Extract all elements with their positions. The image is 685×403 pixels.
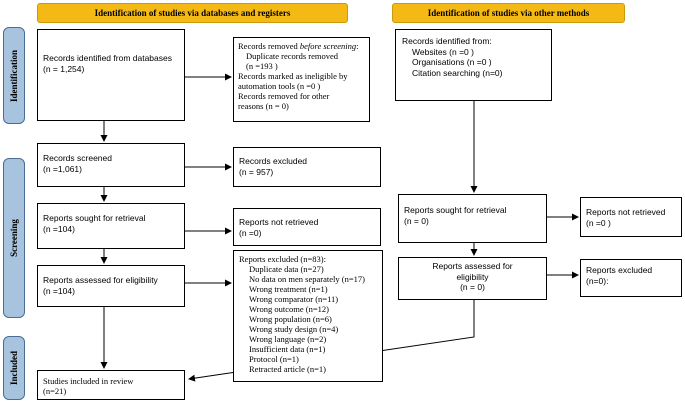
ineligible-records-line2: automation tools (n =0 ) — [238, 81, 321, 91]
sidebar-screening-label: Screening — [9, 219, 19, 257]
other-not-retrieved-box: Reports not retrieved (n =0 ) — [580, 197, 682, 237]
studies-included-label: Studies included in review — [43, 376, 134, 386]
other-not-retrieved-count: (n =0 ) — [586, 217, 611, 228]
ineligible-records-line1: Records marked as ineligible by — [238, 71, 348, 81]
other-reports-sought-box: Reports sought for retrieval (n = 0) — [398, 194, 547, 243]
studies-included-box: Studies included in review (n=21) — [37, 370, 185, 400]
records-screened-label: Records screened — [43, 153, 112, 163]
exclusion-reason: Wrong study design (n=4) — [249, 324, 339, 334]
exclusion-reason: Wrong treatment (n=1) — [249, 284, 328, 294]
sidebar-included-label: Included — [9, 350, 19, 386]
reports-excluded-title: Reports excluded (n=83): — [239, 254, 326, 264]
exclusion-reason: No data on men separately (n=17) — [249, 274, 365, 284]
sidebar-included: Included — [3, 336, 25, 400]
exclusion-reason: Protocol (n=1) — [249, 354, 299, 364]
other-records-identified-box: Records identified from: Websites (n =0 … — [395, 29, 552, 101]
sidebar-identification: Identification — [3, 27, 25, 124]
reports-excluded-box: Reports excluded (n=83): Duplicate data … — [233, 250, 383, 382]
other-reports-sought-count: (n = 0) — [404, 215, 429, 226]
records-excluded-label: Records excluded — [239, 156, 308, 166]
reports-sought-count: (n =104) — [43, 223, 75, 234]
other-removed-line2: reasons (n = 0) — [238, 101, 289, 111]
websites-count: Websites (n =0 ) — [412, 46, 474, 57]
sidebar-identification-label: Identification — [9, 49, 19, 102]
reports-not-retrieved-label: Reports not retrieved — [239, 217, 319, 227]
other-reports-assessed-box: Reports assessed for eligibility (n = 0) — [398, 257, 547, 300]
exclusion-reason: Wrong comparator (n=11) — [249, 294, 339, 304]
sidebar-screening: Screening — [3, 158, 25, 318]
reports-assessed-label: Reports assessed for eligibility — [43, 275, 158, 285]
reports-assessed-count: (n =104) — [43, 285, 75, 296]
reports-not-retrieved-count: (n =0) — [239, 227, 262, 238]
header-databases: Identification of studies via databases … — [37, 3, 348, 23]
exclusion-reason: Wrong language (n=2) — [249, 334, 327, 344]
other-removed-line1: Records removed for other — [238, 91, 330, 101]
header-other-methods: Identification of studies via other meth… — [392, 3, 625, 23]
duplicate-records-label: Duplicate records removed — [246, 51, 339, 61]
other-reports-excluded-count: (n=0): — [586, 275, 609, 286]
records-excluded-count: (n = 957) — [239, 166, 274, 177]
other-reports-assessed-count: (n = 0) — [460, 282, 485, 292]
exclusion-reason: Duplicate data (n=27) — [249, 264, 324, 274]
other-reports-assessed-line1: Reports assessed for — [432, 261, 513, 271]
exclusion-reason: Wrong population (n=6) — [249, 314, 332, 324]
exclusion-reason: Wrong outcome (n=12) — [249, 304, 329, 314]
organisations-count: Organisations (n =0 ) — [412, 57, 492, 67]
duplicate-records-count: (n =193 ) — [246, 61, 278, 71]
records-removed-box: Records removed before screening: Duplic… — [233, 37, 370, 122]
records-identified-count: (n = 1,254) — [43, 63, 85, 74]
reports-assessed-box: Reports assessed for eligibility (n =104… — [37, 265, 185, 307]
other-reports-excluded-label: Reports excluded — [586, 265, 653, 275]
studies-included-count: (n=21) — [43, 386, 67, 396]
records-removed-title: Records removed before screening: — [238, 41, 359, 51]
other-reports-sought-label: Reports sought for retrieval — [404, 205, 507, 215]
other-records-identified-title: Records identified from: — [402, 36, 492, 46]
reports-not-retrieved-box: Reports not retrieved (n =0) — [233, 208, 381, 246]
exclusion-reason: Insufficient data (n=1) — [249, 344, 326, 354]
records-screened-count: (n =1,061) — [43, 163, 82, 174]
reports-sought-box: Reports sought for retrieval (n =104) — [37, 203, 185, 249]
records-screened-box: Records screened (n =1,061) — [37, 143, 185, 187]
other-not-retrieved-label: Reports not retrieved — [586, 207, 666, 217]
reports-sought-label: Reports sought for retrieval — [43, 213, 146, 223]
records-excluded-box: Records excluded (n = 957) — [233, 147, 381, 187]
citation-searching-count: Citation searching (n=0) — [412, 67, 503, 78]
records-identified-label: Records identified from databases — [43, 53, 172, 63]
other-reports-excluded-box: Reports excluded (n=0): — [580, 259, 682, 297]
records-identified-box: Records identified from databases (n = 1… — [37, 29, 185, 121]
exclusion-reason: Retracted article (n=1) — [249, 364, 327, 374]
other-reports-assessed-line2: eligibility — [456, 271, 489, 282]
